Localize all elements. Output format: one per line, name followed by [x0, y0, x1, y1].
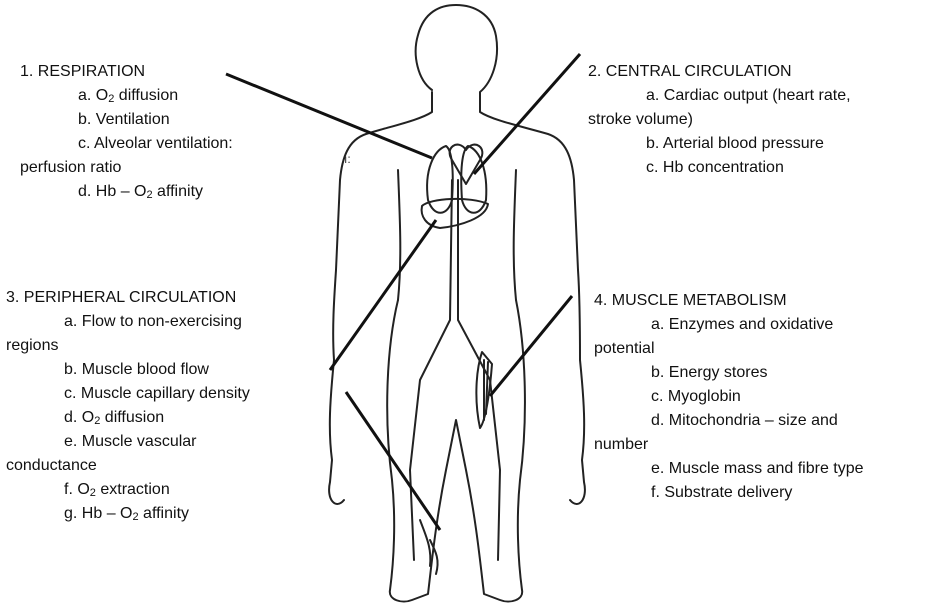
central-circulation-heading: 2. CENTRAL CIRCULATION [588, 60, 928, 84]
item-text-suffix: affinity [153, 183, 203, 200]
central-pointer [474, 54, 580, 174]
item-text: d. O [64, 409, 94, 426]
item-text-suffix: affinity [139, 505, 189, 522]
item-text: b. Energy stores [651, 364, 768, 381]
list-item: number [594, 433, 933, 457]
head-outline [416, 5, 585, 504]
list-item: e. Muscle vascular [6, 430, 336, 454]
muscle-metabolism-heading: 4. MUSCLE METABOLISM [594, 289, 933, 313]
list-item: c. Muscle capillary density [6, 382, 336, 406]
item-text: b. Muscle blood flow [64, 361, 209, 378]
item-text: e. Muscle mass and fibre type [651, 460, 864, 477]
item-text: c. Myoglobin [651, 388, 741, 405]
item-text-suffix: diffusion [100, 409, 164, 426]
list-item: conductance [6, 454, 336, 478]
list-item: a. O2 diffusion [20, 84, 320, 108]
item-text: e. Muscle vascular [64, 433, 197, 450]
legs-outline [387, 300, 525, 602]
list-item: g. Hb – O2 affinity [6, 502, 336, 526]
item-text: perfusion ratio [20, 159, 121, 176]
item-text: c. Alveolar ventilation: [78, 135, 233, 152]
item-text: regions [6, 337, 58, 354]
central-circulation-block: 2. CENTRAL CIRCULATION a. Cardiac output… [588, 60, 928, 180]
list-item: potential [594, 337, 933, 361]
muscle-pointer [490, 296, 572, 396]
muscle-metabolism-block: 4. MUSCLE METABOLISM a. Enzymes and oxid… [594, 289, 933, 505]
list-item: a. Flow to non-exercising [6, 310, 336, 334]
list-item: d. O2 diffusion [6, 406, 336, 430]
item-text: potential [594, 340, 655, 357]
list-item: a. Enzymes and oxidative [594, 313, 933, 337]
list-item: f. O2 extraction [6, 478, 336, 502]
respiration-block: 1. RESPIRATION a. O2 diffusion b. Ventila… [20, 60, 320, 204]
item-text: a. Enzymes and oxidative [651, 316, 833, 333]
list-item: b. Ventilation [20, 108, 320, 132]
list-item: b. Energy stores [594, 361, 933, 385]
item-text: number [594, 436, 648, 453]
item-text: a. Flow to non-exercising [64, 313, 242, 330]
list-item: stroke volume) [588, 108, 928, 132]
list-item: a. Cardiac output (heart rate, [588, 84, 928, 108]
item-text-suffix: extraction [96, 481, 170, 498]
list-item: e. Muscle mass and fibre type [594, 457, 933, 481]
peripheral-circulation-block: 3. PERIPHERAL CIRCULATION a. Flow to non… [6, 286, 336, 526]
item-text: stroke volume) [588, 111, 693, 128]
item-text: f. Substrate delivery [651, 484, 792, 501]
peripheral-circulation-heading: 3. PERIPHERAL CIRCULATION [6, 286, 336, 310]
item-text: g. Hb – O [64, 505, 132, 522]
list-item: regions [6, 334, 336, 358]
item-text: b. Arterial blood pressure [646, 135, 824, 152]
heart [450, 145, 483, 184]
list-item: b. Arterial blood pressure [588, 132, 928, 156]
list-item: perfusion ratio [20, 156, 320, 180]
list-item: b. Muscle blood flow [6, 358, 336, 382]
peripheral-pointer [330, 220, 436, 370]
list-item: c. Myoglobin [594, 385, 933, 409]
item-text-suffix: diffusion [114, 87, 178, 104]
list-item: d. Hb – O2 affinity [20, 180, 320, 204]
item-text: d. Hb – O [78, 183, 146, 200]
stray-mark: ı: [344, 152, 351, 166]
list-item: d. Mitochondria – size and [594, 409, 933, 433]
item-text: c. Muscle capillary density [64, 385, 250, 402]
item-text: conductance [6, 457, 97, 474]
item-text: b. Ventilation [78, 111, 170, 128]
item-text: d. Mitochondria – size and [651, 412, 838, 429]
list-item: c. Alveolar ventilation: [20, 132, 320, 156]
item-text: a. Cardiac output (heart rate, [646, 87, 851, 104]
respiration-heading: 1. RESPIRATION [20, 60, 320, 84]
item-text: a. O [78, 87, 108, 104]
liver [422, 199, 488, 228]
item-text: f. O [64, 481, 90, 498]
list-item: f. Substrate delivery [594, 481, 933, 505]
aorta [410, 180, 452, 560]
item-text: c. Hb concentration [646, 159, 784, 176]
list-item: c. Hb concentration [588, 156, 928, 180]
